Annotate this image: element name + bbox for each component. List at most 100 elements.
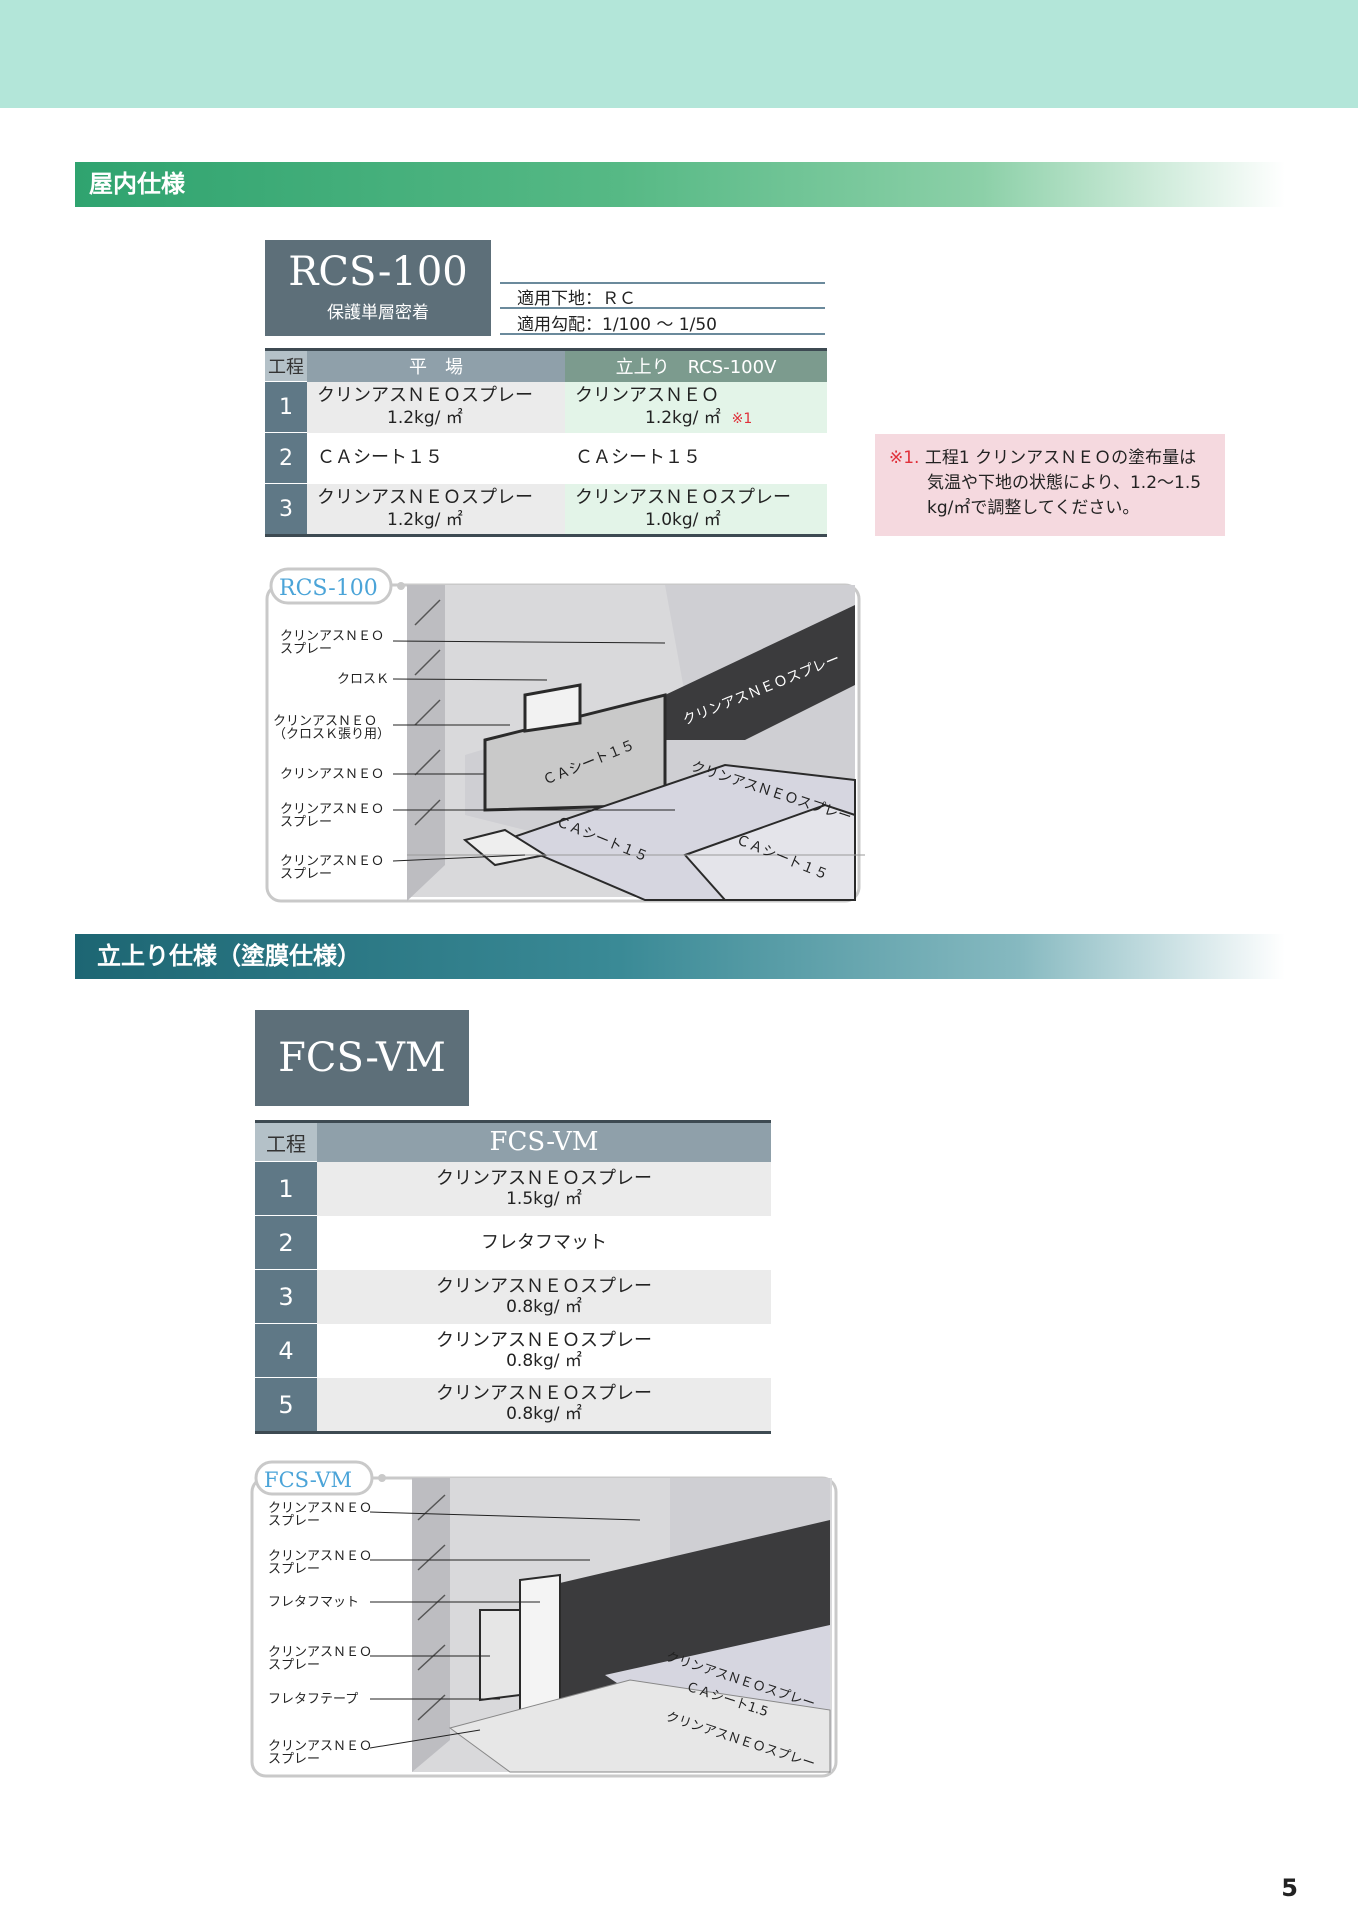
material-name: クリンアスＮＥＯスプレー — [575, 486, 791, 508]
amount-value: 1.2kg/ ㎡ — [645, 407, 721, 428]
section-title: 立上り仕様（塗膜仕様） — [97, 942, 361, 970]
material-amount: 0.8kg/ ㎡ — [506, 1350, 582, 1371]
diagram-tag: FCS-VM — [264, 1468, 352, 1492]
table-row: 5 クリンアスＮＥＯスプレー 0.8kg/ ㎡ — [255, 1377, 771, 1433]
diagram-label: （クロスＫ張り用） — [273, 727, 390, 742]
diagram-label: クリンアスＮＥＯ — [280, 767, 384, 782]
step-number: 5 — [255, 1377, 317, 1433]
diagram-label: クリンアスＮＥＯ — [268, 1501, 372, 1516]
meta-substrate: 適用下地：ＲＣ — [517, 289, 636, 309]
material-name: クリンアスＮＥＯスプレー — [317, 385, 533, 406]
section-header-indoor: 屋内仕様 — [75, 162, 1285, 207]
diagram-label: スプレー — [280, 815, 332, 830]
diagram-label: スプレー — [268, 1752, 320, 1767]
meta-divider — [500, 333, 825, 335]
table-row: 4 クリンアスＮＥＯスプレー 0.8kg/ ㎡ — [255, 1323, 771, 1378]
table-row: 2 フレタフマット — [255, 1215, 771, 1270]
rise-cell: クリンアスＮＥＯスプレー 1.0kg/ ㎡ — [565, 483, 827, 536]
material-amount: 0.8kg/ ㎡ — [506, 1296, 582, 1317]
rise-cell: ＣＡシート１５ — [565, 432, 827, 484]
step-number: 1 — [265, 381, 307, 433]
diagram-label: クリンアスＮＥＯ — [280, 802, 384, 817]
diagram-label: スプレー — [280, 867, 332, 882]
table-head-step: 工程 — [265, 349, 307, 382]
section-header-riseup: 立上り仕様（塗膜仕様） — [75, 934, 1285, 979]
diagram-label: スプレー — [280, 642, 332, 657]
diagram-label: クリンアスＮＥＯ — [268, 1739, 372, 1754]
section-title: 屋内仕様 — [89, 170, 185, 198]
meta-slope: 適用勾配：1/100 〜 1/50 — [517, 315, 717, 335]
diagram-label: スプレー — [268, 1514, 320, 1529]
material-cell: クリンアスＮＥＯスプレー 0.8kg/ ㎡ — [317, 1269, 771, 1324]
table-head-flat: 平 場 — [307, 349, 565, 382]
page-number: 5 — [1281, 1874, 1298, 1902]
material-name: クリンアスＮＥＯスプレー — [436, 1329, 652, 1351]
diagram-rcs100: RCS-100 クリンアスＮＥＯスプレー ＣＡシート１５ クリンアスＮＥＯスプレ… — [265, 567, 865, 903]
material-cell: クリンアスＮＥＯスプレー 1.5kg/ ㎡ — [317, 1161, 771, 1216]
material-cell: フレタフマット — [317, 1215, 771, 1270]
spec-subtitle: 保護単層密着 — [327, 303, 429, 323]
diagram-label: スプレー — [268, 1658, 320, 1673]
material-name: クリンアスＮＥＯ — [575, 384, 719, 406]
note-line: 工程1 クリンアスＮＥＯの塗布量は — [924, 448, 1197, 468]
table-head-step: 工程 — [255, 1121, 317, 1162]
material-amount: 1.2kg/ ㎡ — [387, 408, 463, 428]
diagram-label: フレタフマット — [268, 1595, 359, 1610]
diagram-label: クロスＫ — [337, 672, 389, 687]
flat-cell: クリンアスＮＥＯスプレー 1.2kg/ ㎡ — [307, 483, 565, 536]
note-mark: ※1 — [731, 410, 753, 427]
material-cell: クリンアスＮＥＯスプレー 0.8kg/ ㎡ — [317, 1377, 771, 1433]
material-name: フレタフマット — [481, 1231, 607, 1253]
meta-divider — [500, 282, 825, 284]
diagram-label: フレタフテープ — [268, 1692, 358, 1707]
table-head-spec: FCS-VM — [317, 1121, 771, 1162]
table-row: 2 ＣＡシート１５ ＣＡシート１５ — [265, 432, 827, 484]
note-mark: ※1. — [889, 448, 920, 468]
diagram-label: クリンアスＮＥＯ — [268, 1645, 372, 1660]
material-name: ＣＡシート１５ — [317, 447, 443, 468]
meta-divider — [500, 307, 825, 309]
spec-badge-fcsvm: FCS-VM — [255, 1010, 469, 1106]
flat-cell: クリンアスＮＥＯスプレー 1.2kg/ ㎡ — [307, 381, 565, 433]
step-number: 4 — [255, 1323, 317, 1378]
note-line: 気温や下地の状態により、1.2〜1.5 — [927, 473, 1202, 493]
diagram-label: クリンアスＮＥＯ — [280, 854, 384, 869]
spec-badge-rcs100: RCS-100 保護単層密着 — [265, 240, 491, 336]
diagram-tag: RCS-100 — [279, 576, 378, 601]
table-head-rise: 立上り RCS-100V — [565, 349, 827, 382]
note-line: kg/㎡で調整してください。 — [927, 498, 1140, 518]
process-table-rcs100: 工程 平 場 立上り RCS-100V 1 クリンアスＮＥＯスプレー 1.2kg… — [265, 348, 827, 537]
step-number: 3 — [255, 1269, 317, 1324]
material-amount: 0.8kg/ ㎡ — [506, 1404, 582, 1425]
material-name: クリンアスＮＥＯスプレー — [436, 1167, 652, 1189]
step-number: 3 — [265, 483, 307, 536]
material-amount: 1.2kg/ ㎡ — [387, 509, 463, 530]
flat-cell: ＣＡシート１５ — [307, 432, 565, 484]
diagram-label: クリンアスＮＥＯ — [280, 629, 384, 644]
material-amount: 1.2kg/ ㎡ ※1 — [575, 407, 827, 430]
material-amount: 1.0kg/ ㎡ — [645, 509, 721, 530]
table-row: 1 クリンアスＮＥＯスプレー 1.5kg/ ㎡ — [255, 1161, 771, 1216]
spec-code: FCS-VM — [278, 1035, 446, 1081]
table-row: 3 クリンアスＮＥＯスプレー 0.8kg/ ㎡ — [255, 1269, 771, 1324]
material-name: ＣＡシート１５ — [575, 447, 701, 468]
material-cell: クリンアスＮＥＯスプレー 0.8kg/ ㎡ — [317, 1323, 771, 1378]
material-amount: 1.5kg/ ㎡ — [506, 1188, 582, 1209]
rise-cell: クリンアスＮＥＯ 1.2kg/ ㎡ ※1 — [565, 381, 827, 433]
step-number: 2 — [265, 432, 307, 484]
diagram-label: スプレー — [268, 1562, 320, 1577]
table-row: 1 クリンアスＮＥＯスプレー 1.2kg/ ㎡ クリンアスＮＥＯ 1.2kg/ … — [265, 381, 827, 433]
spec-code: RCS-100 — [288, 249, 468, 295]
diagram-label: クリンアスＮＥＯ — [268, 1549, 372, 1564]
material-name: クリンアスＮＥＯスプレー — [436, 1275, 652, 1297]
process-table-fcsvm: 工程 FCS-VM 1 クリンアスＮＥＯスプレー 1.5kg/ ㎡ 2 フレタフ… — [255, 1120, 771, 1434]
diagram-label: クリンアスＮＥＯ — [273, 714, 377, 729]
diagram-fcsvm: FCS-VM クリンアスＮＥＯスプレー ＣＡシート1.5 クリンアスＮＥＯスプレ… — [250, 1460, 838, 1778]
note-box: ※1. 工程1 クリンアスＮＥＯの塗布量は 気温や下地の状態により、1.2〜1.… — [875, 434, 1225, 536]
top-band — [0, 0, 1358, 108]
step-number: 1 — [255, 1161, 317, 1216]
material-name: クリンアスＮＥＯスプレー — [317, 486, 533, 508]
step-number: 2 — [255, 1215, 317, 1270]
table-row: 3 クリンアスＮＥＯスプレー 1.2kg/ ㎡ クリンアスＮＥＯスプレー 1.0… — [265, 483, 827, 536]
material-name: クリンアスＮＥＯスプレー — [436, 1383, 652, 1405]
